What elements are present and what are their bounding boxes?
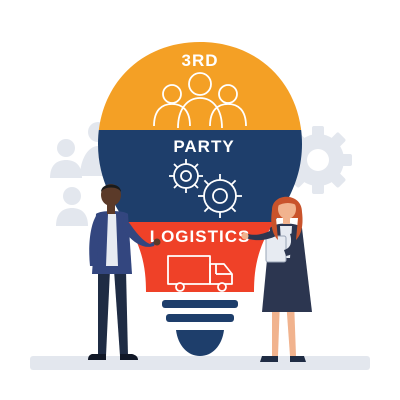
delivery-truck-icon	[167, 255, 233, 292]
ground-strip	[30, 356, 370, 370]
segment-label-3rd: 3RD	[181, 51, 218, 70]
businessman-figure	[88, 184, 161, 360]
team-people-icon	[153, 72, 247, 129]
gears-icon	[169, 159, 242, 218]
faded-gear-icon	[284, 126, 352, 194]
segment-label-party: PARTY	[173, 137, 234, 156]
segment-label-logistics: LOGISTICS	[150, 227, 251, 246]
businesswoman-figure	[241, 196, 312, 362]
bulb-base	[162, 300, 238, 356]
